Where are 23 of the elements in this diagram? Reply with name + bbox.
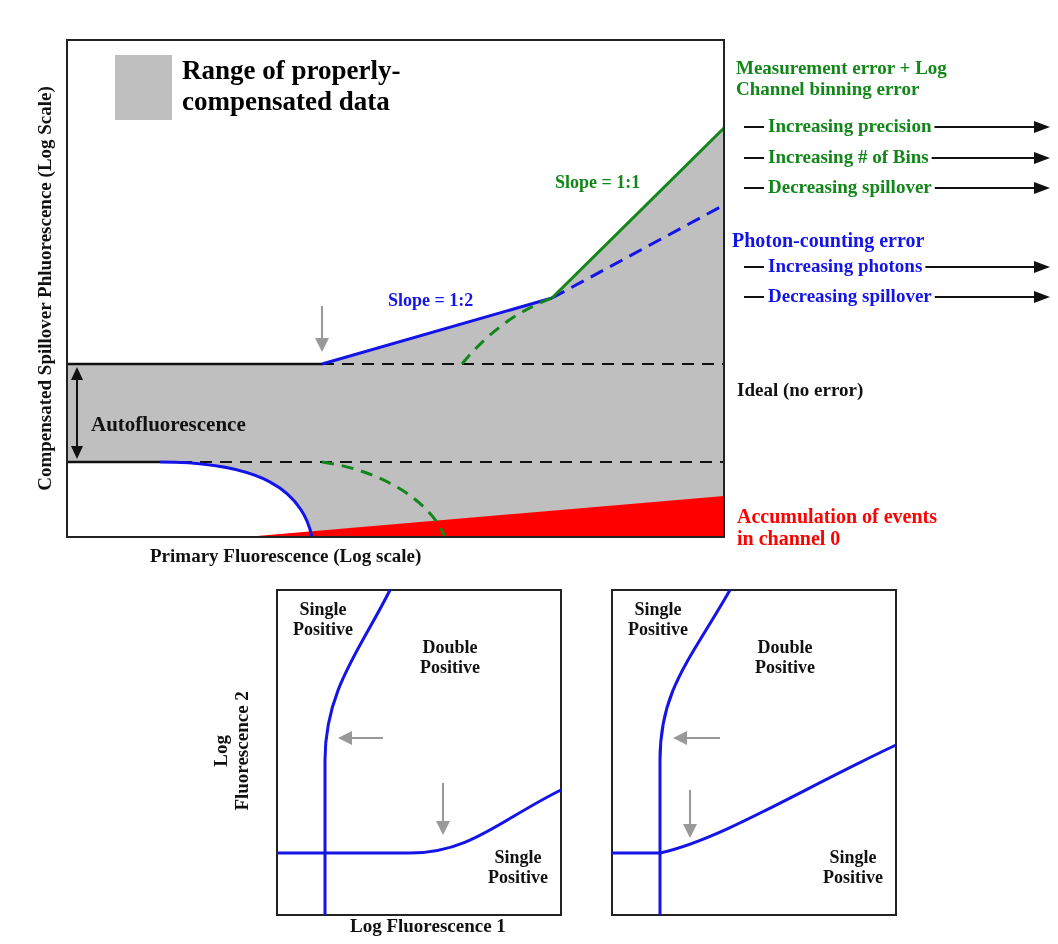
region-label: Single Positive (292, 600, 354, 640)
trend-text: Decreasing spillover (768, 177, 932, 198)
trend-text: Increasing photons (768, 256, 923, 277)
band-label: Autofluorescence (91, 413, 246, 437)
line-label: Ideal (no error) (737, 380, 864, 401)
trend-text: Increasing precision (768, 116, 932, 137)
annotation-text: Accumulation of events in channel 0 (737, 505, 938, 549)
annotation-heading: Measurement error + Log Channel binning error (736, 58, 948, 100)
region-label: Double Positive (754, 638, 816, 678)
region-label: Single Positive (487, 848, 549, 888)
slope-label: Slope = 1:1 (555, 173, 641, 193)
region-label: Single Positive (822, 848, 884, 888)
axis-title: Compensated Spillover Phluorescence (Log Scale) (34, 85, 56, 493)
legend-label: Range of properly-compensated data (182, 55, 402, 118)
region-label: Double Positive (419, 638, 481, 678)
trend-text: Decreasing spillover (768, 286, 932, 307)
axis-title: Primary Fluorescence (Log scale) (150, 546, 422, 567)
axis-title: Log Fluorescence 1 (350, 916, 506, 937)
trend-text: Increasing # of Bins (768, 147, 929, 168)
region-label: Single Positive (627, 600, 689, 640)
annotation-heading: Photon-counting error (732, 229, 925, 251)
axis-title: Log Fluorescence 2 (211, 690, 253, 813)
slope-label: Slope = 1:2 (388, 291, 474, 311)
